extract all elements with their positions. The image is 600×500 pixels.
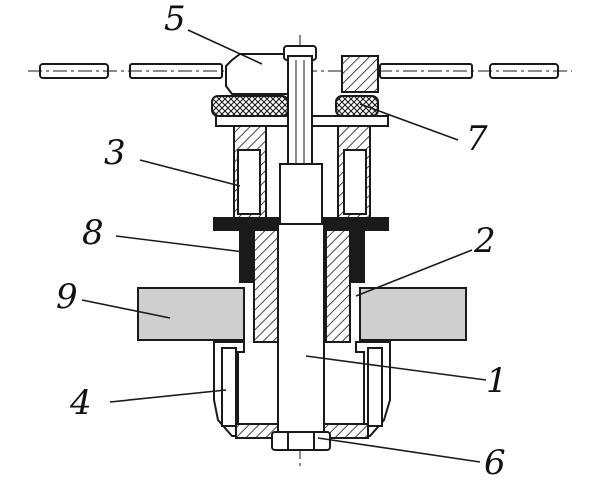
leader-1 <box>305 355 487 381</box>
part-5-handle-nut <box>225 53 379 95</box>
leader-5 <box>187 29 263 65</box>
callout-4: 4 <box>69 383 92 423</box>
leader-3 <box>139 159 241 187</box>
callout-3: 3 <box>104 133 126 173</box>
part-6-bottom-nut <box>271 431 331 451</box>
leader-7 <box>359 103 459 141</box>
leader-9 <box>81 299 171 319</box>
leader-2 <box>355 249 473 297</box>
leader-lines <box>81 29 487 463</box>
part-8-gasket <box>213 217 389 283</box>
leader-4 <box>109 389 227 403</box>
callout-7: 7 <box>466 119 488 159</box>
t-handle <box>28 63 572 79</box>
leader-6 <box>317 437 481 463</box>
part-1-mandrel <box>277 45 325 433</box>
callout-1: 1 <box>486 361 508 401</box>
part-9-plate <box>137 287 467 341</box>
leader-8 <box>115 235 245 253</box>
callout-labels: 5 7 3 2 8 9 1 4 6 <box>56 0 508 483</box>
callout-6: 6 <box>484 443 506 483</box>
callout-2: 2 <box>473 221 496 261</box>
callout-5: 5 <box>164 0 186 39</box>
callout-8: 8 <box>82 213 104 253</box>
callout-9: 9 <box>56 277 78 317</box>
part-2-sleeve <box>253 229 351 343</box>
